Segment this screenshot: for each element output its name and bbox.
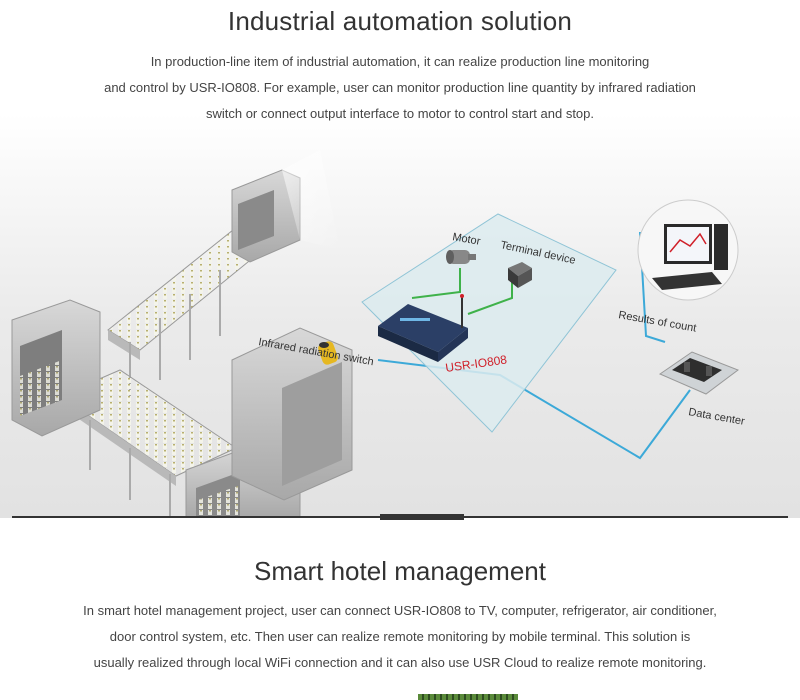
automation-diagram: Motor Terminal device USR-IO808 Infrared… — [11, 150, 746, 518]
infrared-switch-icon — [318, 341, 338, 365]
hotel-line-3: usually realized through local WiFi conn… — [93, 655, 707, 670]
motor-icon — [446, 250, 476, 264]
usr-io808-device-icon — [378, 294, 468, 362]
hotel-line-2: door control system, etc. Then user can … — [109, 629, 691, 644]
computer-monitor-icon — [637, 199, 739, 301]
divider-accent — [380, 514, 464, 520]
intro-line-1: In production-line item of industrial au… — [150, 54, 650, 69]
label-motor: Motor — [451, 231, 481, 248]
conveyor-upper — [107, 225, 271, 400]
device-image-strip — [418, 694, 518, 700]
machine-left — [11, 299, 101, 437]
hotel-line-1: In smart hotel management project, user … — [83, 603, 717, 618]
relay-wires — [411, 268, 513, 315]
section-title-industrial: Industrial automation solution — [227, 6, 573, 36]
label-data-center: Data center — [687, 406, 745, 428]
machine-right — [231, 327, 353, 501]
control-panel-surface — [361, 213, 617, 433]
intro-line-2: and control by USR-IO808. For example, u… — [104, 80, 696, 95]
section-title-hotel: Smart hotel management — [254, 556, 546, 586]
terminal-device-icon — [508, 262, 532, 288]
data-center-icon — [658, 351, 740, 395]
intro-line-3: switch or connect output interface to mo… — [205, 106, 595, 121]
industrial-section: Industrial automation solution In produc… — [0, 0, 800, 518]
machine-top-left — [231, 150, 340, 263]
label-results-of-count: Results of count — [617, 309, 697, 335]
